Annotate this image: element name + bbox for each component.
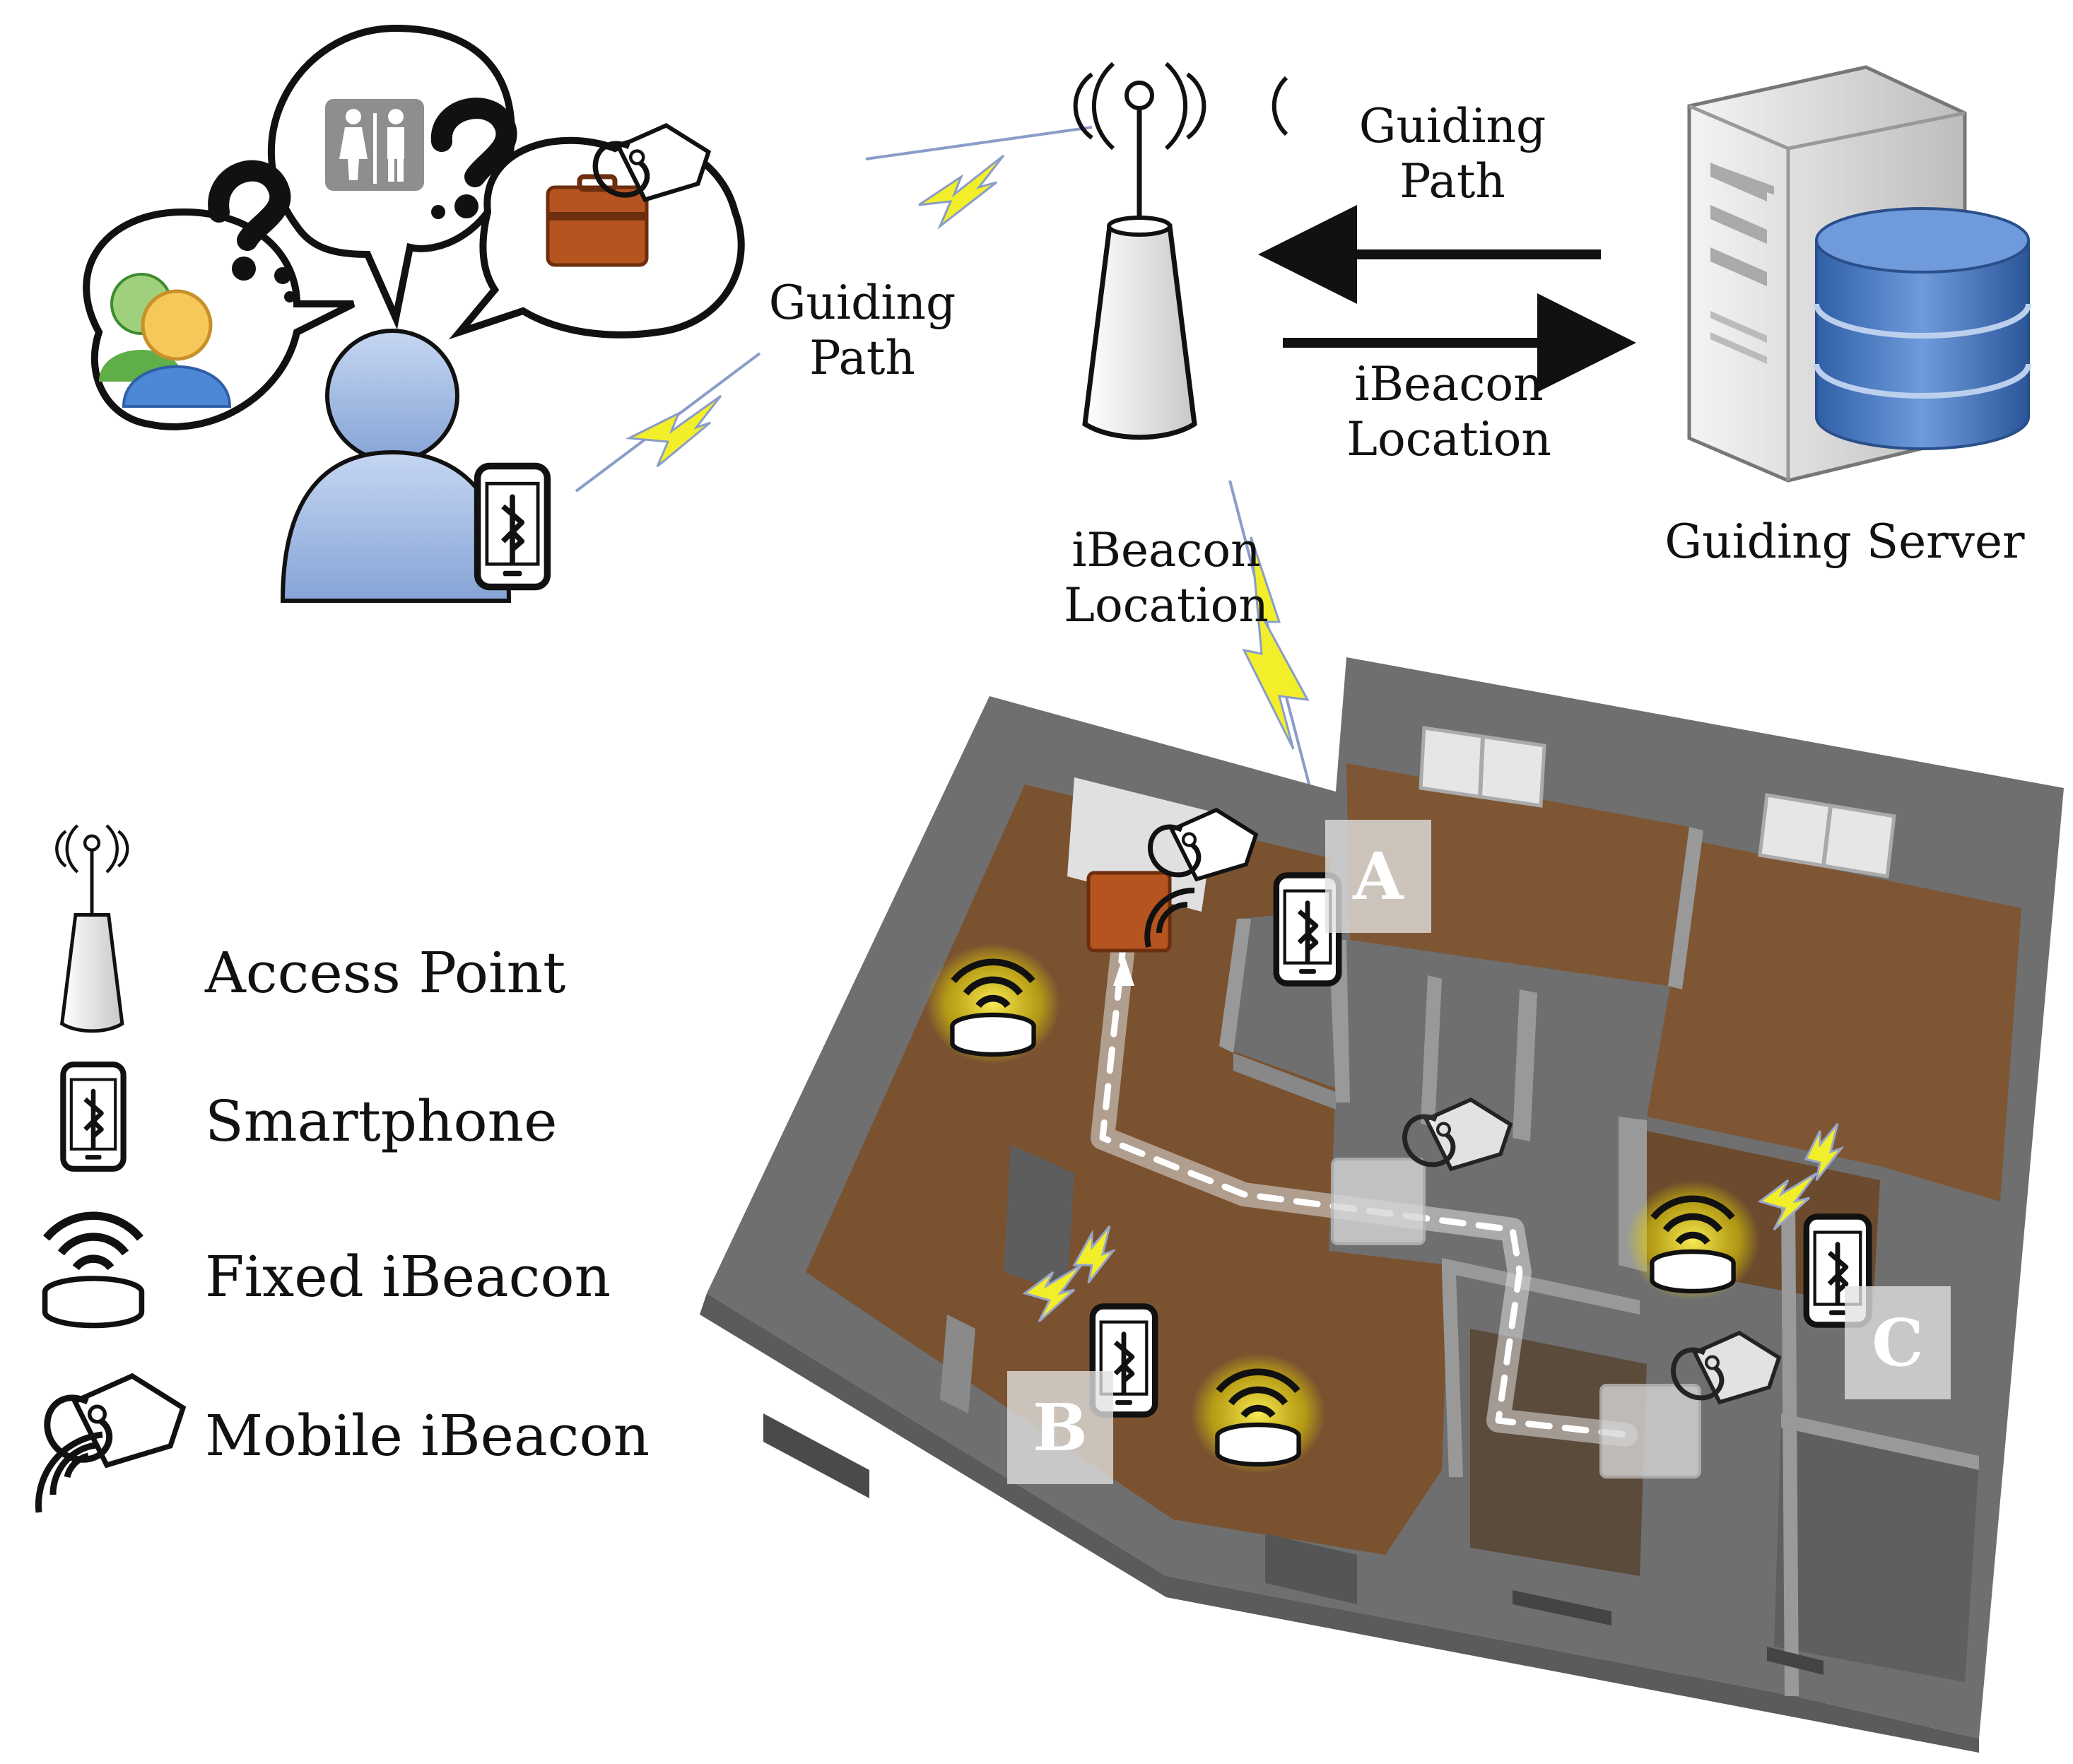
- legend-label-mobile-ibeacon: Mobile iBeacon: [205, 1403, 650, 1469]
- fixed-ibeacon-room-bottom: [1191, 1353, 1325, 1474]
- label-ibeacon-location-down: iBeacon Location: [1060, 523, 1272, 633]
- wireless-link-user-ap: [575, 126, 1093, 493]
- label-line: Location: [1346, 411, 1551, 466]
- label-ibeacon-location-right: iBeacon Location: [1329, 357, 1569, 467]
- legend-mobile-ibeacon-icon: [35, 1376, 183, 1513]
- legend-label-smartphone: Smartphone: [205, 1088, 558, 1154]
- legend-access-point-icon: [55, 824, 129, 1033]
- people-icon: [99, 273, 232, 408]
- luggage-icon: [546, 126, 709, 267]
- label-line: Location: [1064, 577, 1269, 633]
- user-person-icon: [280, 329, 512, 603]
- fixed-ibeacon-room-left: [926, 943, 1060, 1064]
- label-guiding-path-left: Guiding Path: [760, 276, 965, 386]
- room-label-a: A: [1325, 820, 1431, 933]
- question-mark-icon: [208, 160, 291, 281]
- label-guiding-server: Guiding Server: [1664, 514, 2025, 569]
- label-line: Path: [809, 330, 915, 385]
- wireless-link-ap-building: [1228, 480, 1316, 806]
- label-line: iBeacon: [1071, 523, 1261, 577]
- mobile-ibeacon-luggage-a: [1086, 810, 1256, 953]
- room-label-b: B: [1007, 1371, 1113, 1484]
- label-line: Guiding: [768, 276, 956, 330]
- fixed-ibeacon-room-right: [1626, 1180, 1760, 1300]
- mobile-ibeacon-luggage-center: [1331, 1100, 1510, 1245]
- user-with-questions: [83, 24, 745, 603]
- question-mark-icon: [430, 98, 517, 218]
- label-line: Guiding: [1358, 99, 1546, 153]
- access-point-icon: [1073, 61, 1288, 440]
- database-icon: [1814, 207, 2031, 450]
- signal-bolt-b: [1022, 1225, 1117, 1323]
- label-line: iBeacon: [1354, 357, 1544, 411]
- legend-label-fixed-ibeacon: Fixed iBeacon: [205, 1244, 611, 1310]
- signal-bolt-c: [1757, 1123, 1845, 1231]
- label-line: Path: [1399, 153, 1505, 208]
- label-guiding-path-top: Guiding Path: [1346, 99, 1558, 209]
- legend-smartphone-icon: [63, 1064, 123, 1169]
- user-smartphone-icon: [478, 466, 548, 587]
- legend-fixed-ibeacon-icon: [45, 1216, 142, 1325]
- mobile-ibeacon-luggage-right: [1599, 1333, 1779, 1478]
- restroom-icon: [325, 99, 424, 191]
- room-label-c: C: [1845, 1286, 1951, 1399]
- legend-label-access-point: Access Point: [205, 940, 566, 1006]
